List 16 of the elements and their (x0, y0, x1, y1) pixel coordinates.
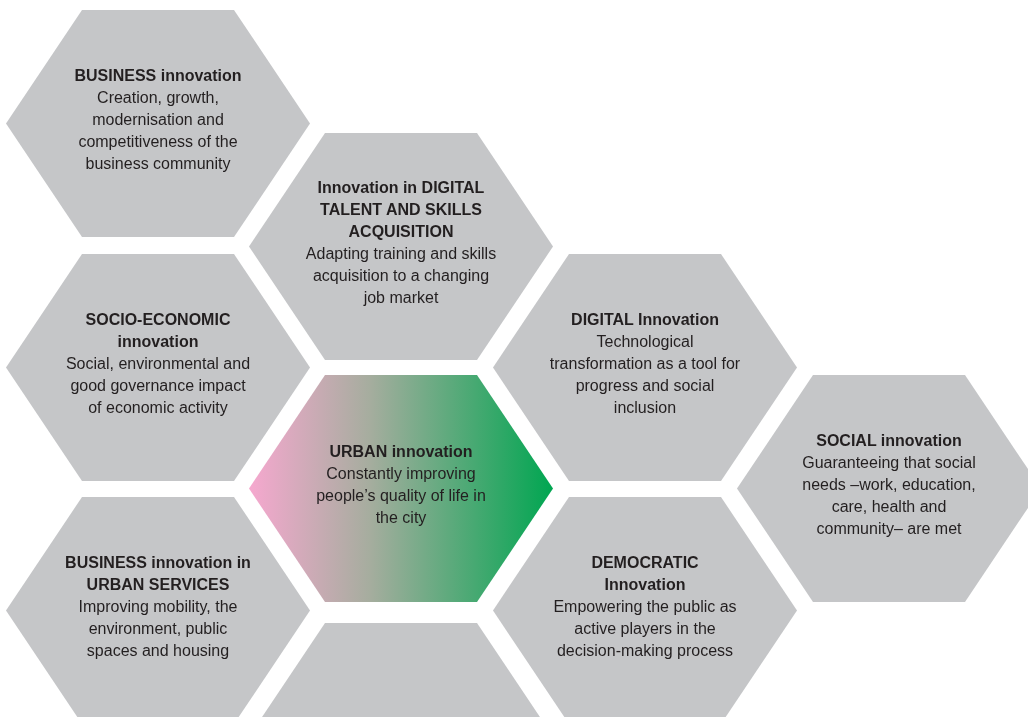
hexagon-heading: URBAN innovation (329, 441, 473, 462)
hexagon-heading: DIGITAL Innovation (571, 309, 719, 330)
hexagon-heading: SOCIO-ECONOMIC innovation (84, 309, 232, 352)
hexagon-description: Improving mobility, the environment, public spaces and housing (77, 596, 239, 661)
hexagon-heading: BUSINESS innovation in URBAN SERVICES (64, 552, 252, 595)
hexagon-description: Guaranteeing that social needs –work, education, care, health and community– are met (801, 452, 977, 539)
hexagon-description: Adapting training and skills acquisition to a changing job market (305, 243, 497, 308)
hexagon-heading: SOCIAL innovation (816, 430, 962, 451)
hexagon-description: Empowering the public as active players in the decision-making process (552, 596, 738, 661)
hexagon-heading: DEMOCRATIC Innovation (590, 552, 700, 595)
hexagon-description: Technological transformation as a tool for progress and social inclusion (549, 331, 741, 418)
hexagon-description: Social, environmental and good governance impact of economic activity (64, 353, 252, 418)
hexagon-description: Constantly improving people’s quality of life in the city (315, 463, 487, 528)
hexagon-heading: BUSINESS innovation (74, 65, 242, 86)
hexagon-description: Creation, growth, modernisation and competitiveness of the business community (77, 87, 239, 174)
hexagon-heading: Innovation in DIGITAL TALENT AND SKILLS ACQUISITION (316, 177, 486, 242)
